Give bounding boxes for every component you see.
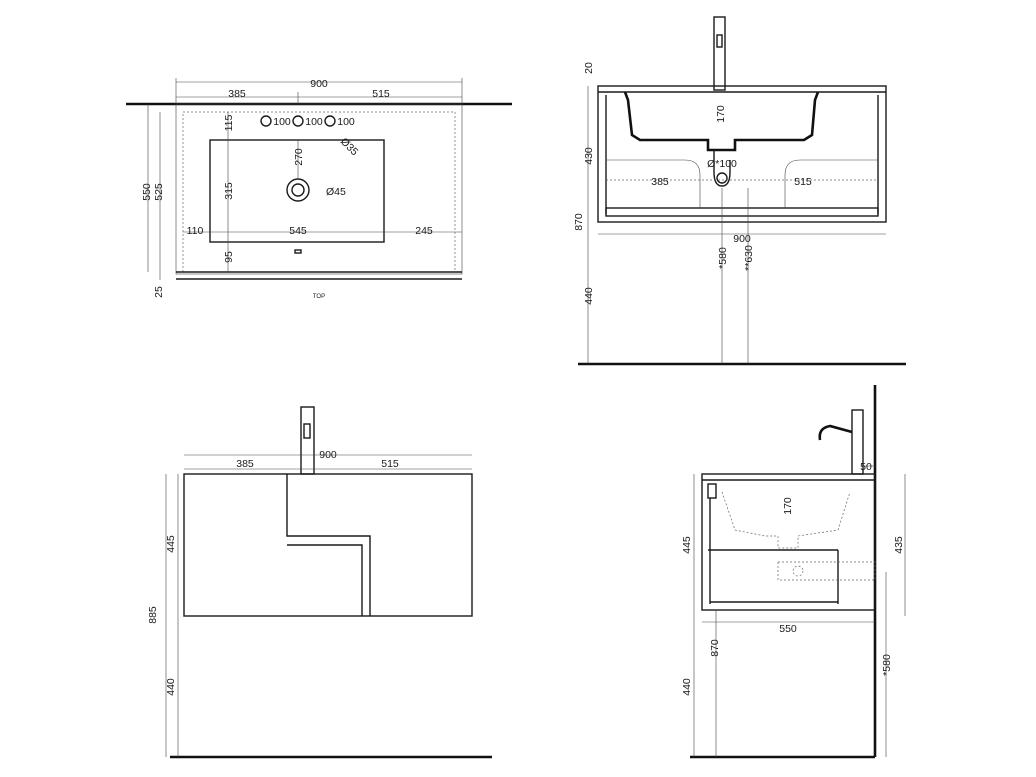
dim-width-section: 900 [733, 233, 751, 245]
cabinet-front [183, 473, 473, 617]
dim-overall-front: 885 [147, 606, 159, 624]
dim-width-front: 900 [319, 449, 337, 461]
trap-side-icon [792, 565, 804, 577]
dim-left-front: 385 [236, 458, 254, 470]
drain-icon [286, 178, 310, 202]
drawer-cut-left [606, 159, 701, 208]
dim-depth-side: 550 [779, 623, 797, 635]
dim-hole2: 100 [305, 116, 323, 128]
cabinet-side [701, 473, 876, 611]
tap-hole-left [260, 115, 272, 127]
dim-side-right: 245 [415, 225, 433, 237]
front-section: 20 170 430 870 440 385 515 900 *580 **63… [573, 16, 906, 366]
dim-hole1: 100 [273, 116, 291, 128]
dim-front: 95 [223, 251, 235, 263]
dim-floor-side: 440 [681, 678, 693, 696]
tap-spout-icon [818, 424, 853, 441]
dim-floor: 440 [583, 287, 595, 305]
dim-basin-depth: 170 [715, 105, 727, 123]
drain-inner [291, 183, 305, 197]
tap-body-front [300, 406, 315, 475]
vanity-outline-section [597, 85, 887, 223]
trap-side [777, 561, 876, 581]
handle-side [707, 483, 717, 499]
dim-trap1: *580 [717, 247, 729, 269]
dim-drain-height: 435 [893, 536, 905, 554]
dim-trap-side: *580 [881, 654, 893, 676]
dim-cabinet-front: 445 [165, 535, 177, 553]
dim-drain: Ø45 [326, 186, 346, 198]
drawer-cut-right [784, 159, 878, 208]
dim-tap-dia: Ø35 [338, 136, 361, 159]
dim-cabinet-height: 430 [583, 147, 595, 165]
dim-width: 900 [310, 78, 328, 90]
dim-right: 515 [372, 88, 390, 100]
top-label: TOP [313, 294, 325, 300]
door-split-inner [287, 544, 363, 616]
dim-basin-height: 315 [223, 182, 235, 200]
overflow-slot [294, 249, 302, 254]
dim-depth-inner: 525 [153, 183, 165, 201]
dim-tap-offset: 115 [223, 114, 235, 131]
dim-floor-front: 440 [165, 678, 177, 696]
basin-section [623, 91, 820, 152]
dim-right-front: 515 [381, 458, 399, 470]
tap-hole-center [292, 115, 304, 127]
dim-overall-side: 870 [709, 639, 721, 657]
dim-left: 385 [228, 88, 246, 100]
drawer-bottom [605, 207, 879, 217]
dim-cabinet-side: 445 [681, 536, 693, 554]
front-view: 900 385 515 445 885 440 [147, 406, 492, 759]
basin-outline [209, 139, 385, 243]
dim-depth-outer: 550 [141, 183, 153, 201]
tap-body [713, 16, 726, 91]
dim-edge: 25 [153, 286, 165, 298]
vanity-outline [175, 103, 463, 275]
trap-pipe [713, 150, 731, 187]
tap-handle-icon [716, 34, 723, 48]
dim-pipes: Ø*100 [707, 158, 737, 170]
dim-top: 20 [583, 62, 595, 74]
tap-handle-front-icon [303, 423, 311, 439]
tap-hole-right [324, 115, 336, 127]
dim-trap2: **630 [743, 245, 755, 271]
dim-right-section: 515 [794, 176, 812, 188]
door-split-line [286, 474, 371, 616]
dim-basin-depth-side: 170 [782, 497, 794, 515]
dim-basin-width: 545 [289, 225, 307, 237]
top-view: 900 385 515 550 525 25 115 270 315 95 11… [126, 78, 512, 300]
dim-basin-top: 270 [293, 148, 305, 166]
dim-side-left: 110 [187, 225, 204, 237]
trap-icon [716, 172, 728, 184]
side-view: 50 170 445 435 550 870 440 *580 [681, 385, 906, 759]
dim-overall: 870 [573, 213, 585, 231]
dim-left-section: 385 [651, 176, 669, 188]
dim-tap-gap: 50 [860, 461, 872, 473]
dim-hole3: 100 [337, 116, 355, 128]
